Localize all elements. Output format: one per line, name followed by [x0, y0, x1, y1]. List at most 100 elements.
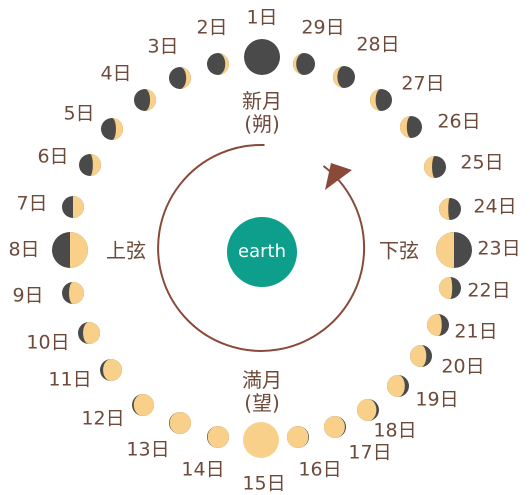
- moon-lit-part: [410, 345, 427, 367]
- moon-lit-part: [112, 118, 123, 140]
- full-moon-label-line2: (望): [244, 391, 280, 415]
- day-label: 18日: [373, 419, 417, 442]
- moon-lit-part: [133, 394, 154, 416]
- moon-day-27: [370, 89, 392, 111]
- moon-lit-part: [370, 89, 381, 111]
- moon-day-18: [357, 399, 379, 421]
- day-label: 24日: [473, 195, 517, 218]
- day-label: 15日: [242, 472, 286, 495]
- day-label: 6日: [37, 145, 69, 168]
- moon-disc: [207, 53, 229, 75]
- moon-lit-part: [424, 156, 435, 178]
- moon-day-11: [100, 359, 122, 381]
- moon-day-19: [387, 375, 409, 397]
- moon-day-15: [243, 422, 279, 458]
- moon-disc: [244, 39, 280, 75]
- day-label: 8日: [8, 238, 40, 261]
- day-label: 20日: [441, 355, 485, 378]
- moon-lit-part: [218, 53, 229, 75]
- moon-day-3: [169, 67, 191, 89]
- moon-day-13: [169, 412, 191, 434]
- day-label: 10日: [26, 331, 70, 354]
- day-label: 11日: [48, 368, 92, 391]
- day-label: 4日: [100, 62, 132, 85]
- day-label: 7日: [16, 192, 48, 215]
- moon-lit-part: [90, 154, 101, 176]
- day-label: 27日: [401, 72, 445, 95]
- moon-lit-part: [70, 232, 88, 268]
- new-moon-label-line2: (朔): [244, 112, 280, 136]
- day-label: 19日: [415, 388, 459, 411]
- day-label: 28日: [356, 33, 400, 56]
- moon-lit-part: [73, 196, 84, 218]
- moon-lit-part: [439, 198, 450, 220]
- moon-lit-part: [83, 322, 100, 344]
- moon-lit-part: [400, 116, 411, 138]
- moon-day-25: [424, 156, 446, 178]
- day-label: 14日: [181, 458, 225, 481]
- first-quarter-label: 上弦: [106, 238, 146, 263]
- moon-day-1: [244, 39, 280, 75]
- moon-day-14: [207, 426, 229, 448]
- moon-day-17: [324, 416, 346, 438]
- moon-lit-part: [103, 359, 122, 381]
- orbit-ring: [157, 143, 366, 352]
- day-label: 26日: [437, 110, 481, 133]
- moon-day-4: [134, 89, 156, 111]
- moon-lit-part: [207, 426, 229, 448]
- earth-label: earth: [238, 241, 286, 262]
- moon-day-10: [78, 322, 100, 344]
- moon-day-26: [400, 116, 422, 138]
- day-label: 23日: [477, 237, 521, 260]
- new-moon-label: 新月 (朔): [242, 90, 282, 136]
- full-moon-label-line1: 満月: [242, 368, 282, 392]
- moon-day-23: [436, 232, 472, 268]
- moon-lit-part: [427, 314, 442, 336]
- moon-day-9: [62, 282, 84, 304]
- moon-disc: [333, 66, 355, 88]
- day-label: 1日: [246, 6, 278, 29]
- day-label: 12日: [81, 407, 125, 430]
- day-label: 3日: [147, 35, 179, 58]
- moon-day-29: [293, 53, 315, 75]
- orbit-arrow-icon: [325, 163, 352, 190]
- moon-day-16: [287, 426, 309, 448]
- day-label: 16日: [298, 458, 342, 481]
- moon-lit-part: [387, 375, 405, 397]
- moon-disc: [293, 53, 315, 75]
- moon-group: [52, 39, 472, 458]
- moon-day-28: [333, 66, 355, 88]
- earth-icon: earth: [227, 217, 297, 287]
- day-label: 17日: [348, 441, 392, 464]
- moon-lit-part: [69, 282, 84, 304]
- moon-day-20: [410, 345, 432, 367]
- moon-lit-part: [324, 416, 345, 438]
- day-label: 29日: [301, 16, 345, 39]
- day-label: 25日: [460, 151, 504, 174]
- moon-day-2: [207, 53, 229, 75]
- moon-lit-part: [436, 232, 454, 268]
- moon-day-6: [79, 154, 101, 176]
- last-quarter-label: 下弦: [379, 238, 419, 263]
- day-label: 5日: [63, 102, 95, 125]
- moon-lit-part: [287, 426, 309, 448]
- moon-day-22: [439, 277, 461, 299]
- moon-lit-part: [180, 67, 191, 89]
- full-moon-label: 満月 (望): [242, 369, 282, 415]
- moon-lit-part: [145, 89, 156, 111]
- moon-day-24: [439, 198, 461, 220]
- moon-lit-part: [439, 277, 453, 299]
- moon-disc: [243, 422, 279, 458]
- day-label: 9日: [12, 284, 44, 307]
- day-label: 13日: [126, 438, 170, 461]
- day-label: 21日: [454, 320, 498, 343]
- moon-day-5: [101, 118, 123, 140]
- day-label: 22日: [467, 279, 511, 302]
- new-moon-label-line1: 新月: [242, 89, 282, 113]
- moon-lit-part: [169, 412, 191, 434]
- moon-day-8: [52, 232, 88, 268]
- moon-lit-part: [357, 399, 377, 421]
- day-label: 2日: [196, 16, 228, 39]
